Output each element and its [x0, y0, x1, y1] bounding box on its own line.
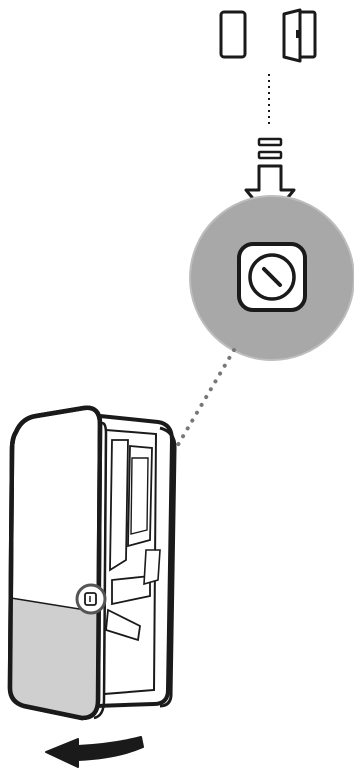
refrigerator-body — [94, 414, 177, 708]
door-button-highlight — [75, 583, 107, 615]
door-open-icon — [282, 8, 317, 63]
power-button-icon — [237, 242, 307, 312]
door-closed-icon — [219, 10, 247, 59]
open-door-curved-arrow-icon — [45, 736, 144, 768]
refrigerator-door — [7, 405, 108, 721]
magnifier-callout — [189, 195, 354, 361]
